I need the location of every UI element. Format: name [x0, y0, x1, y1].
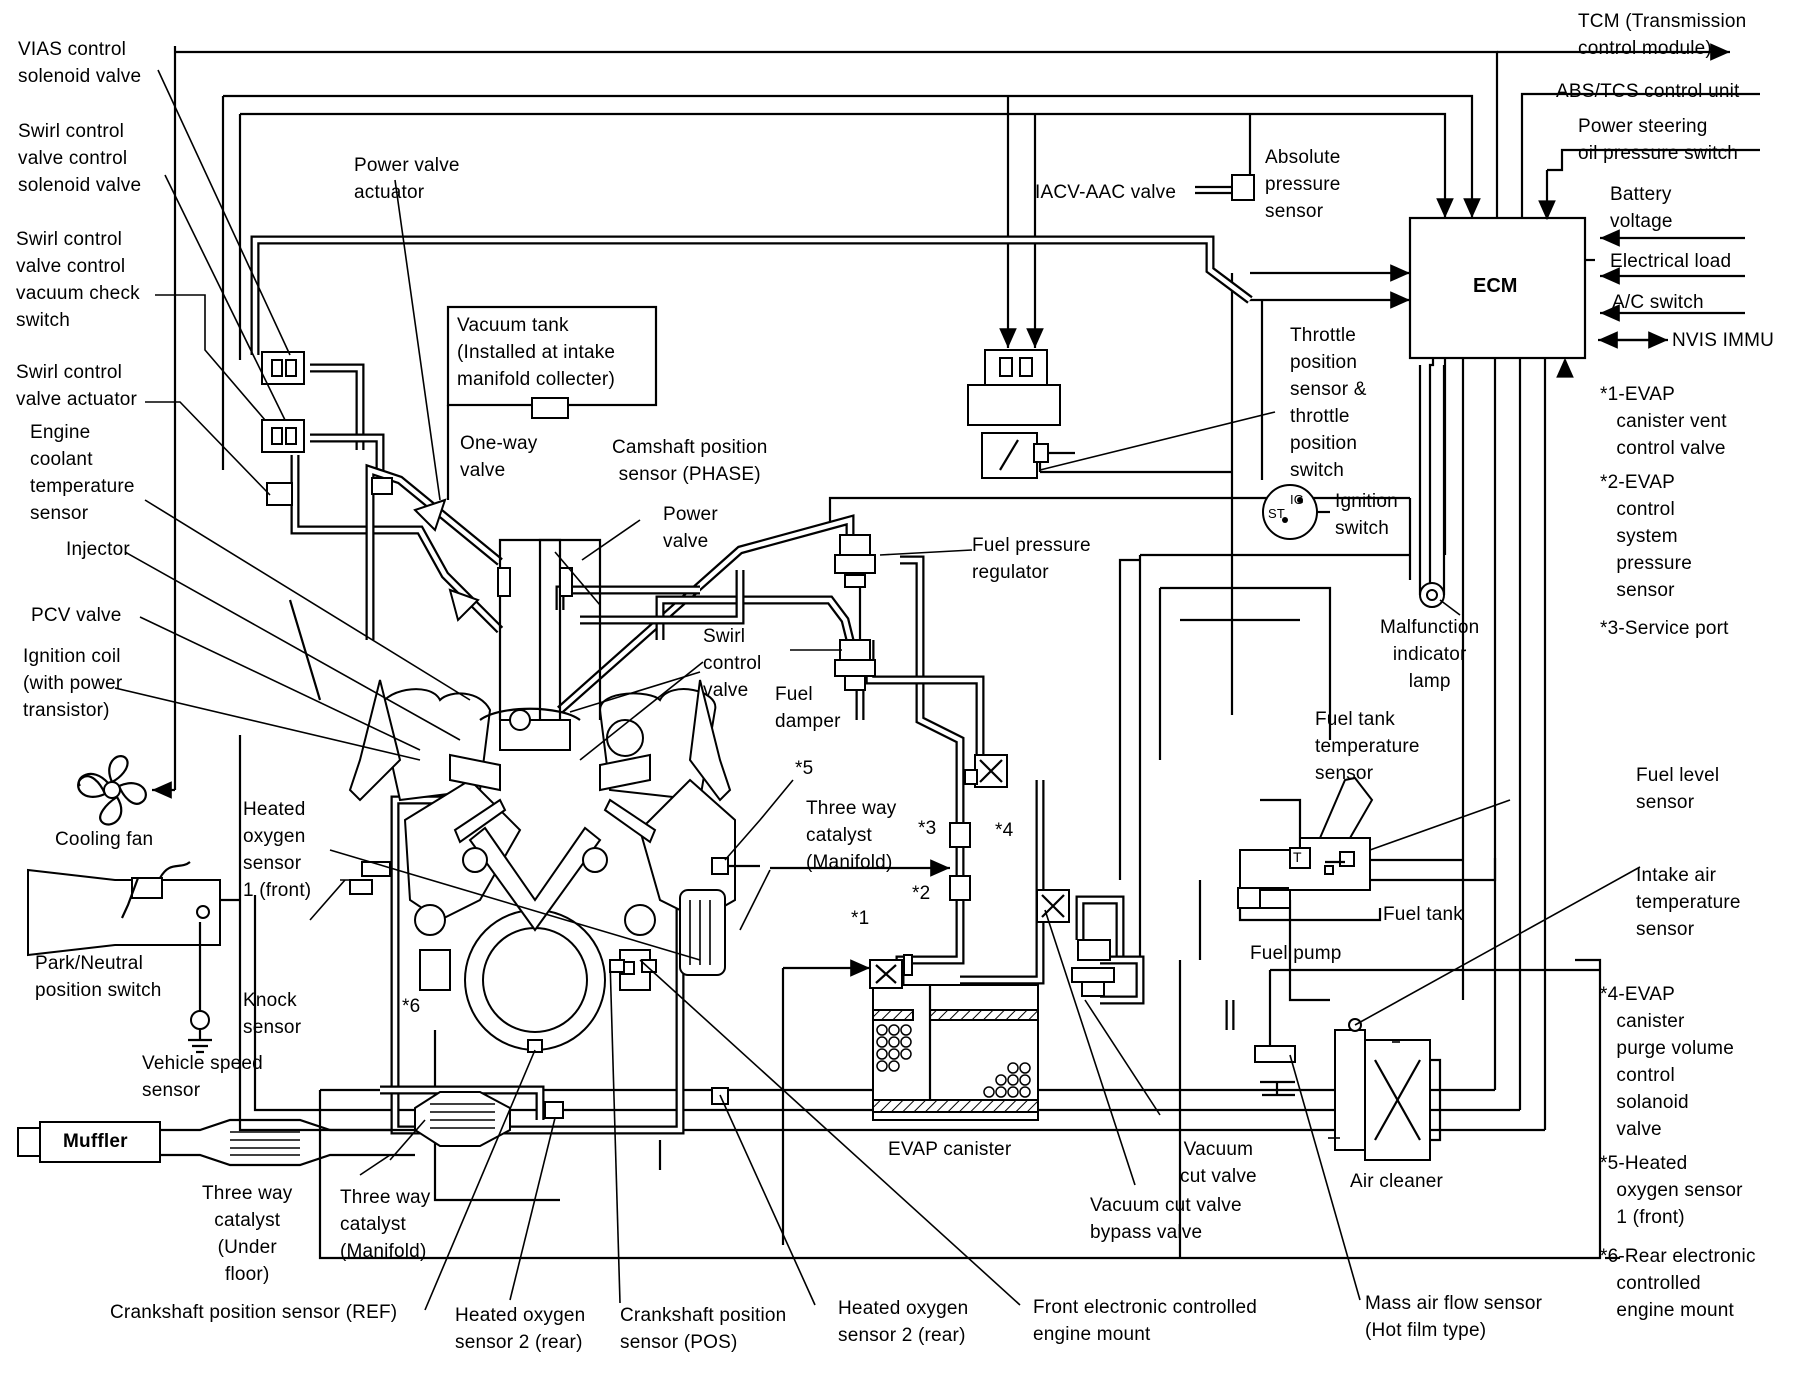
power-valve-actuator-label: Power valve actuator	[354, 155, 460, 203]
t-mark: T	[1293, 849, 1302, 865]
mil-label: Malfunction indicator lamp	[1380, 617, 1480, 692]
ig-mark: IG	[1290, 492, 1305, 507]
mark-4: *4	[995, 820, 1014, 841]
vacuum-tank-label: Vacuum tank (Installed at intake manifol…	[457, 315, 616, 390]
front-mount-label: Front electronic controlled engine mount	[1033, 1297, 1258, 1345]
mark-3: *3	[918, 818, 937, 839]
leader-lines	[114, 69, 1641, 1311]
camshaft-label: Camshaft position sensor (PHASE)	[612, 437, 768, 485]
legend-6: *6-Rear electronic controlled engine mou…	[1600, 1246, 1756, 1321]
ignition-switch-label: Ignition switch	[1335, 491, 1398, 539]
legend-5: *5-Heated oxygen sensor 1 (front)	[1600, 1153, 1743, 1228]
air-cleaner-label: Air cleaner	[1350, 1171, 1444, 1192]
ho2s2-left-label: Heated oxygen sensor 2 (rear)	[455, 1305, 586, 1353]
power-valve-actuator	[413, 498, 480, 622]
heated-o2-front-label: Heated oxygen sensor 1 (front)	[243, 799, 312, 901]
fuel-level-label: Fuel level sensor	[1636, 765, 1720, 813]
pcv-valve-label: PCV valve	[31, 605, 122, 626]
mark-5: *5	[795, 758, 814, 779]
mark-1: *1	[851, 908, 870, 929]
intake-air-temp-label: Intake air temperature sensor	[1636, 865, 1741, 940]
air-cleaner	[1254, 1018, 1442, 1161]
three-way-catalyst-manifold-right	[679, 857, 760, 976]
mark-6: *6	[402, 996, 421, 1017]
swirl-actuator-label: Swirl control valve actuator	[16, 362, 138, 410]
battery-voltage-label: Battery voltage	[1610, 184, 1673, 232]
fuel-pressure-regulator-label: Fuel pressure regulator	[972, 535, 1091, 583]
vehicle-speed-label: Vehicle speed sensor	[142, 1053, 263, 1101]
twc-under-floor-label: Three way catalyst (Under floor)	[202, 1183, 293, 1285]
crankshaft-ref-label: Crankshaft position sensor (REF)	[110, 1302, 398, 1323]
legend-2: *2-EVAP control system pressure sensor	[1600, 472, 1692, 601]
evap-canister	[869, 954, 1039, 1121]
vacuum-cut-valve-label: Vacuum cut valve	[1180, 1139, 1257, 1187]
coolant-temp-label: Engine coolant temperature sensor	[30, 422, 135, 524]
swirl-solenoid-label: Swirl control valve control solenoid val…	[18, 121, 142, 196]
vacuum-cut-valve	[1036, 889, 1115, 997]
legend-4: *4-EVAP canister purge volume control so…	[1600, 984, 1734, 1140]
cooling-fan-label: Cooling fan	[55, 829, 154, 850]
mark-2: *2	[912, 883, 931, 904]
cooling-fan	[77, 755, 147, 826]
electrical-load-label: Electrical load	[1610, 251, 1732, 272]
nvis-immu-label: NVIS IMMU	[1672, 330, 1775, 351]
throttle-body	[967, 174, 1255, 479]
vacuum-tank	[446, 305, 658, 500]
power-steering-label: Power steering oil pressure switch	[1578, 116, 1739, 164]
swirl-control-valve-label: Swirl control valve	[703, 626, 762, 701]
injector-label: Injector	[66, 539, 130, 560]
maf-label: Mass air flow sensor (Hot film type)	[1365, 1293, 1543, 1341]
knock-sensor-label: Knock sensor	[243, 990, 302, 1038]
swirl-vacuum-check-label: Swirl control valve control vacuum check…	[16, 229, 140, 331]
vias-solenoid-valve	[261, 351, 305, 506]
ignition-switch	[1262, 484, 1330, 540]
engine	[348, 538, 736, 1053]
fuel-tank-temp-label: Fuel tank temperature sensor	[1315, 709, 1420, 784]
ho2s2-right-label: Heated oxygen sensor 2 (rear)	[838, 1298, 969, 1346]
tcm-label: TCM (Transmission control module)	[1578, 11, 1747, 59]
malfunction-indicator-lamp	[1418, 365, 1446, 608]
park-neutral-label: Park/Neutral position switch	[35, 953, 162, 1001]
crankshaft-pos-label: Crankshaft position sensor (POS)	[620, 1305, 787, 1353]
fuel-tank-label: Fuel tank	[1383, 904, 1463, 925]
fuel-damper-label: Fuel damper	[775, 684, 841, 732]
power-valve-label: Power valve	[663, 504, 718, 552]
legend-3: *3-Service port	[1600, 618, 1729, 639]
wiring-harness	[173, 43, 1760, 1260]
transmission	[27, 861, 240, 1054]
ecm-label: ECM	[1473, 275, 1518, 297]
iacv-aac-label: IACV-AAC valve	[1035, 182, 1177, 203]
fuel-pressure-regulator	[834, 534, 876, 691]
fuel-pump-label: Fuel pump	[1250, 943, 1342, 964]
muffler-label: Muffler	[63, 1131, 128, 1152]
st-mark: ST	[1268, 506, 1286, 521]
twc-manifold-right-label: Three way catalyst (Manifold)	[806, 798, 897, 873]
throttle-position-label: Throttle position sensor & throttle posi…	[1290, 325, 1367, 481]
absolute-pressure-label: Absolute pressure sensor	[1265, 147, 1341, 222]
evap-canister-label: EVAP canister	[888, 1139, 1012, 1160]
abs-tcs-label: ABS/TCS control unit	[1556, 81, 1740, 102]
fuel-tank	[1237, 776, 1382, 922]
vacuum-cut-bypass-label: Vacuum cut valve bypass valve	[1090, 1195, 1242, 1243]
vias-label: VIAS control solenoid valve	[18, 39, 142, 87]
ignition-coil-label: Ignition coil (with power transistor)	[23, 646, 123, 721]
exhaust	[17, 1091, 511, 1167]
legend-1: *1-EVAP canister vent control valve	[1600, 384, 1727, 459]
ac-switch-label: A/C switch	[1612, 292, 1704, 313]
twc-manifold-left-label: Three way catalyst (Manifold)	[340, 1187, 431, 1262]
evap-purge-valve	[949, 754, 1008, 901]
one-way-valve-label: One-way valve	[460, 433, 538, 481]
